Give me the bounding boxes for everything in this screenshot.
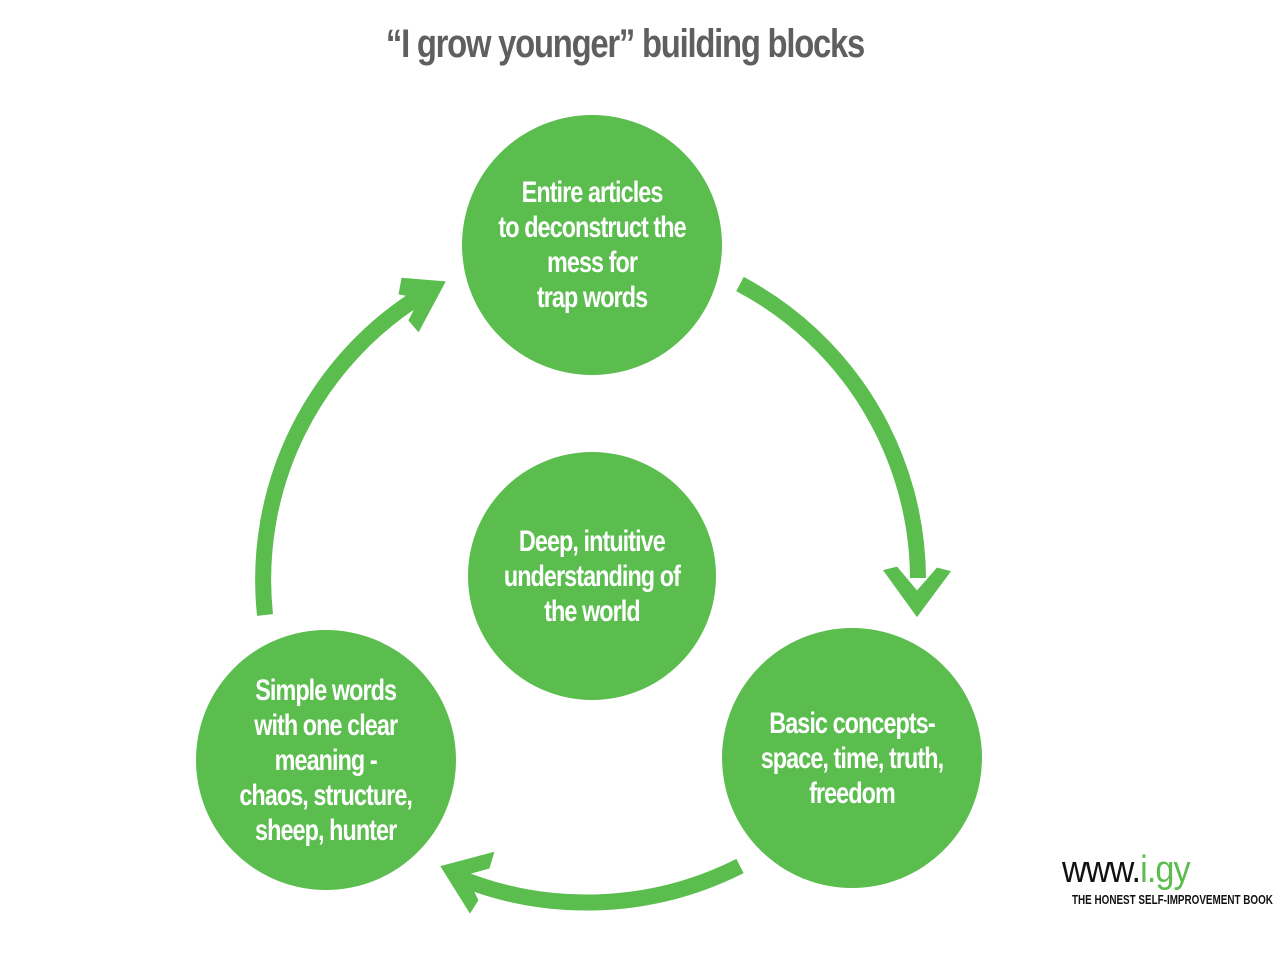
node-right: Basic concepts- space, time, truth, free… [722,628,982,888]
diagram-title: “I grow younger” building blocks [385,22,865,66]
arrow-left-to-top [255,277,446,616]
node-top-label: Entire articles to deconstruct the mess … [498,176,686,314]
node-center: Deep, intuitive understanding of the wor… [468,452,716,700]
arrow-top-to-right [736,276,952,618]
brand-url-accent: i.gy [1140,849,1191,891]
node-right-label: Basic concepts- space, time, truth, free… [760,706,944,810]
node-center-label: Deep, intuitive understanding of the wor… [503,524,681,628]
brand-url-prefix: www. [1062,849,1141,891]
brand-logo: www.i.gy THE HONEST SELF-IMPROVEMENT BOO… [1062,848,1273,907]
arrow-right-to-left [440,851,744,914]
node-left: Simple words with one clear meaning - ch… [196,630,456,890]
brand-tagline: THE HONEST SELF-IMPROVEMENT BOOK [1072,892,1273,907]
node-top: Entire articles to deconstruct the mess … [462,115,722,375]
node-left-label: Simple words with one clear meaning - ch… [239,673,414,847]
brand-url: www.i.gy [1062,848,1251,892]
